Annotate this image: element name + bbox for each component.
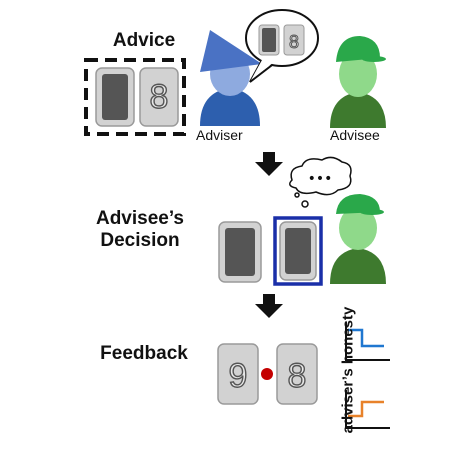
thought-bubble	[289, 156, 352, 208]
adviser-figure	[200, 30, 262, 126]
advice-card-number-value: 8	[150, 78, 169, 116]
bubble-card-number	[283, 24, 305, 56]
honesty-plot-top	[345, 322, 390, 361]
stage-title-feedback: Feedback	[100, 343, 188, 364]
stage-title-decision: Advisee’s Decision	[78, 208, 202, 252]
honesty-trace-orange	[348, 400, 384, 418]
feedback-card-left-value: 9	[229, 357, 248, 395]
role-label-adviser: Adviser	[196, 127, 243, 143]
down-arrow-1	[255, 152, 283, 176]
honesty-trace-blue	[348, 328, 384, 348]
stage-title-decision-line1: Advisee’s	[95, 208, 184, 229]
advice-card-number	[139, 67, 179, 127]
advice-dashed-frame	[84, 58, 186, 136]
honesty-plot-bottom	[345, 390, 390, 429]
speech-bubble	[245, 9, 319, 83]
decision-selection-frame	[273, 216, 323, 286]
stage-title-advice: Advice	[112, 30, 176, 51]
honesty-axis-label-text: adviser’s honesty	[339, 306, 357, 434]
feedback-dot	[261, 368, 273, 380]
bubble-card-number-value: 8	[289, 32, 299, 52]
advisee-figure-bottom	[330, 194, 386, 284]
feedback-card-left	[217, 343, 259, 405]
honesty-axis-label: adviser’s honesty	[338, 290, 358, 450]
thought-dots: •••	[308, 171, 333, 187]
down-arrow-2	[255, 294, 283, 318]
feedback-card-right	[276, 343, 318, 405]
advisee-figure-top	[330, 36, 386, 128]
feedback-card-right-value: 8	[288, 357, 307, 395]
stage-title-decision-line2: Decision	[100, 230, 180, 251]
role-label-advisee: Advisee	[330, 127, 380, 143]
